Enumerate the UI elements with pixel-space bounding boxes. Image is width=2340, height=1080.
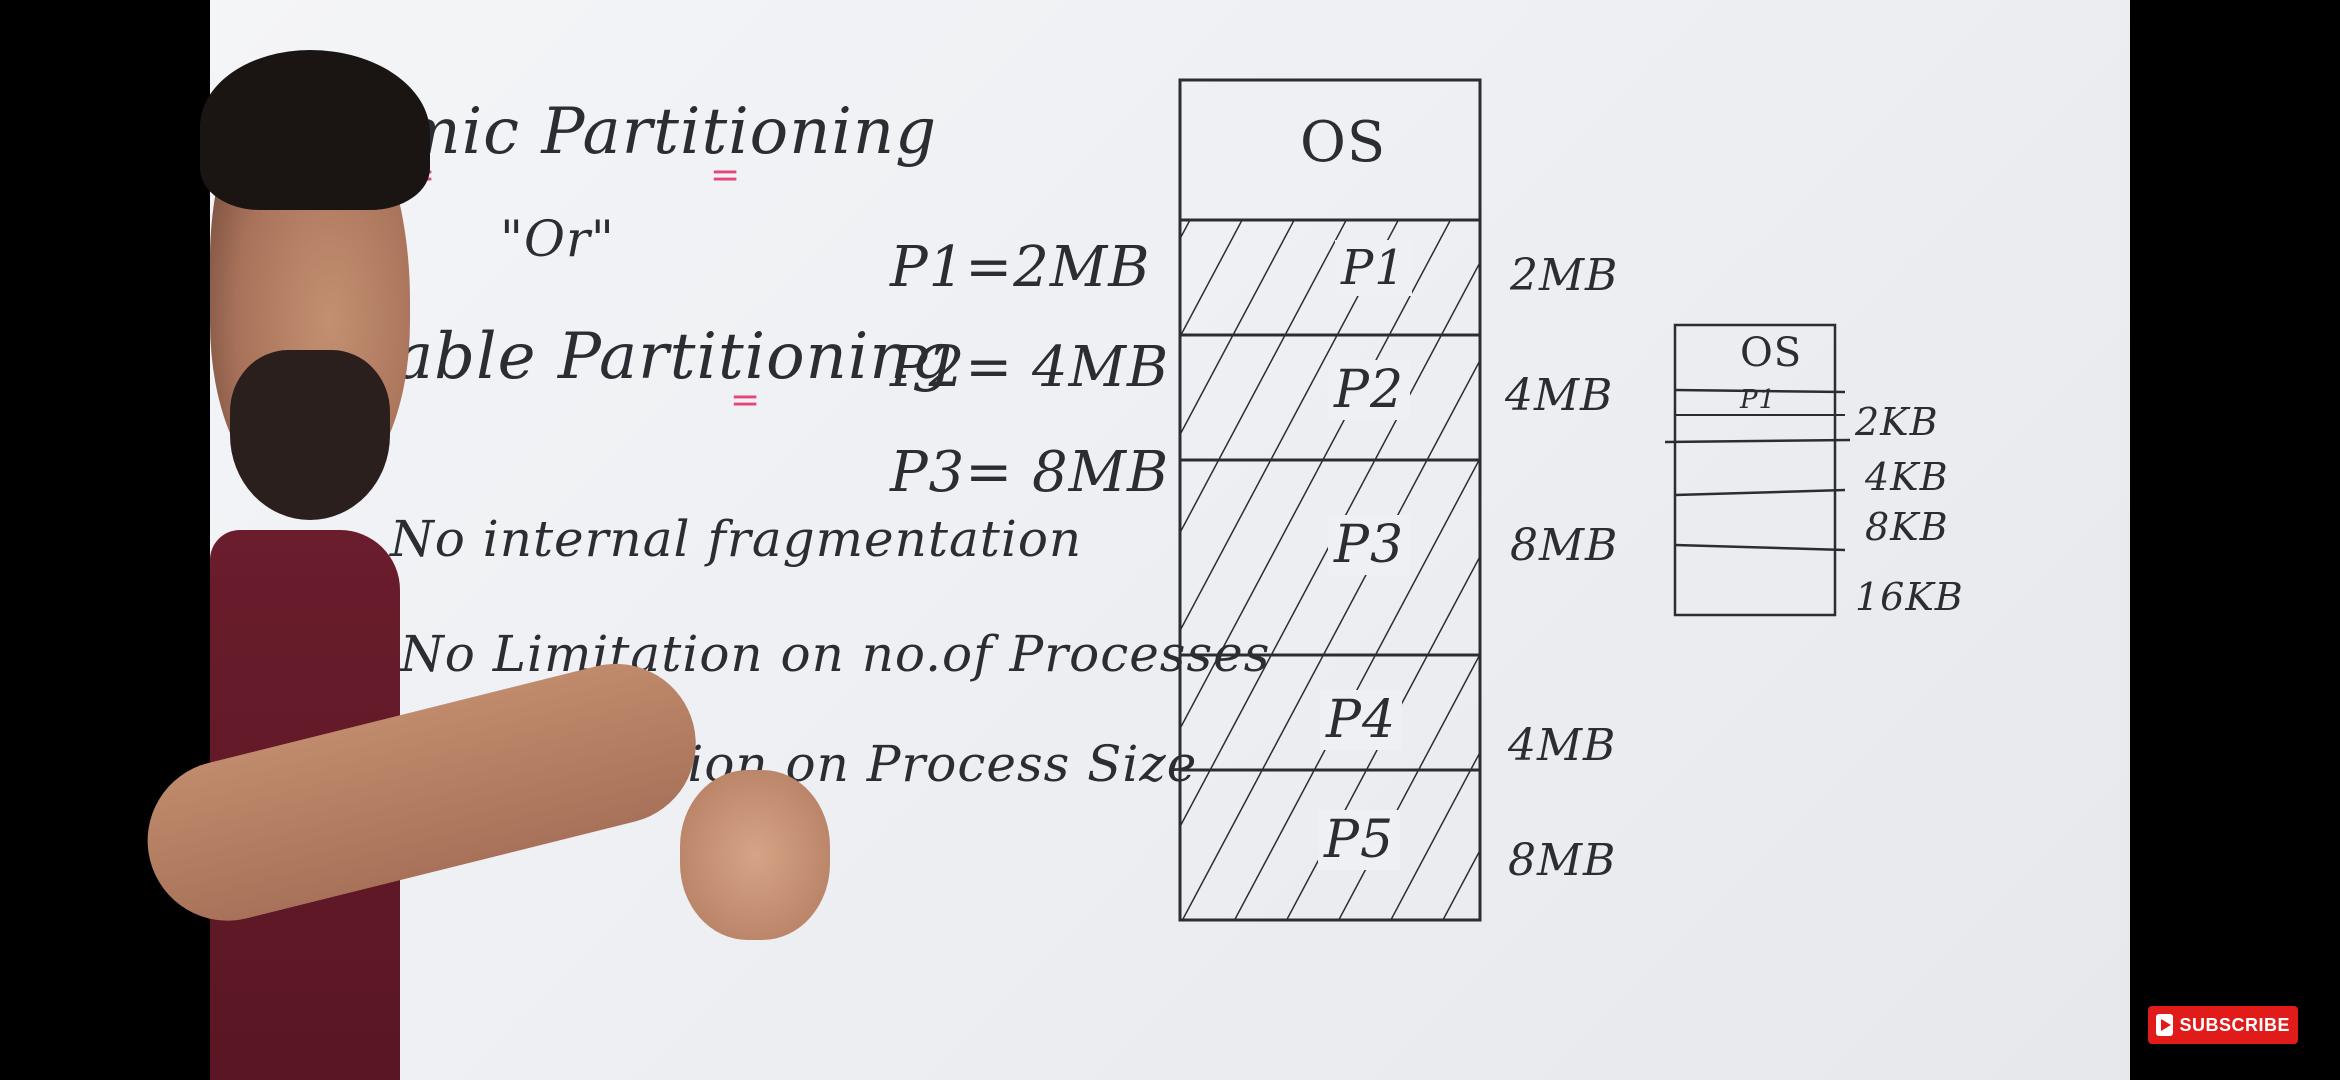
small-os-label: OS — [1740, 330, 1803, 376]
process-2-size: P2= 4MB — [890, 335, 1170, 400]
partition-p1-size: 2MB — [1510, 250, 1619, 301]
title-line-2: able Partitioning — [395, 320, 954, 394]
os-label: OS — [1300, 110, 1387, 175]
presenter — [200, 50, 430, 1080]
partition-p2-label: P2 — [1328, 360, 1411, 420]
subscribe-button[interactable]: SUBSCRIBE — [2148, 1006, 2298, 1044]
partition-p1-label: P1 — [1335, 240, 1412, 296]
small-size-16kb: 16KB — [1855, 575, 1964, 619]
whiteboard: mic Partitioning "Or" able Partitioning … — [210, 0, 2130, 1080]
process-3-size: P3= 8MB — [890, 440, 1170, 505]
small-size-2kb: 2KB — [1855, 400, 1939, 444]
partition-p3-size: 8MB — [1510, 520, 1619, 571]
underline-mark: = — [710, 155, 742, 196]
small-memory-diagram — [1665, 323, 1851, 617]
partition-p3-label: P3 — [1328, 515, 1411, 575]
partition-p2-size: 4MB — [1505, 370, 1614, 421]
process-1-size: P1=2MB — [890, 235, 1151, 300]
title-line-1: mic Partitioning — [400, 95, 938, 169]
small-p1-label: P1 — [1740, 385, 1777, 415]
partition-p4-label: P4 — [1320, 690, 1403, 750]
partition-p5-label: P5 — [1318, 810, 1401, 870]
partition-p4-size: 4MB — [1508, 720, 1617, 771]
small-size-8kb: 8KB — [1865, 505, 1949, 549]
title-or: "Or" — [500, 210, 615, 268]
small-size-4kb: 4KB — [1865, 455, 1949, 499]
presenter-beard — [230, 350, 390, 520]
presenter-hand — [680, 770, 830, 940]
underline-mark: = — [730, 380, 762, 421]
subscribe-label: SUBSCRIBE — [2179, 1014, 2290, 1035]
presenter-hair — [200, 50, 430, 210]
point-2: No Limitation on no.of Processes — [400, 625, 1271, 683]
point-1: No internal fragmentation — [390, 510, 1083, 568]
partition-p5-size: 8MB — [1508, 835, 1617, 886]
youtube-play-icon — [2156, 1014, 2174, 1036]
